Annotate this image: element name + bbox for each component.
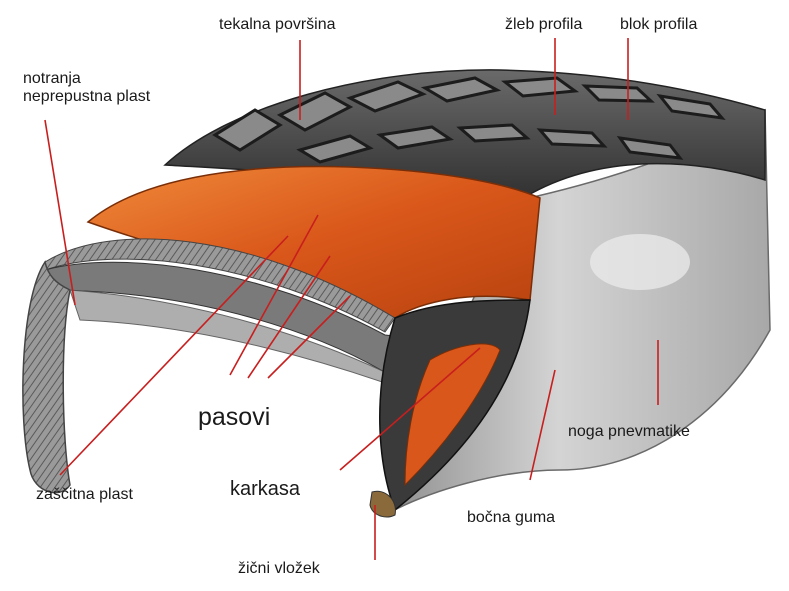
inner-liner-label: notranja neprepustna plast <box>23 70 150 107</box>
inner-liner <box>23 262 70 493</box>
tread-groove-label: žleb profila <box>505 16 582 34</box>
carcass-label: karkasa <box>230 478 300 501</box>
bead-wire-label: žični vložek <box>238 560 320 578</box>
belts-label: pasovi <box>198 403 270 432</box>
tire-foot-label: noga pnevmatike <box>568 423 690 441</box>
sidewall-label: bočna guma <box>467 509 555 527</box>
sidewall-highlight <box>590 234 690 290</box>
tread-block-label: blok profila <box>620 16 697 34</box>
tread-surface-label: tekalna površina <box>219 16 336 34</box>
protective-layer-label: zaščitna plast <box>36 486 133 504</box>
